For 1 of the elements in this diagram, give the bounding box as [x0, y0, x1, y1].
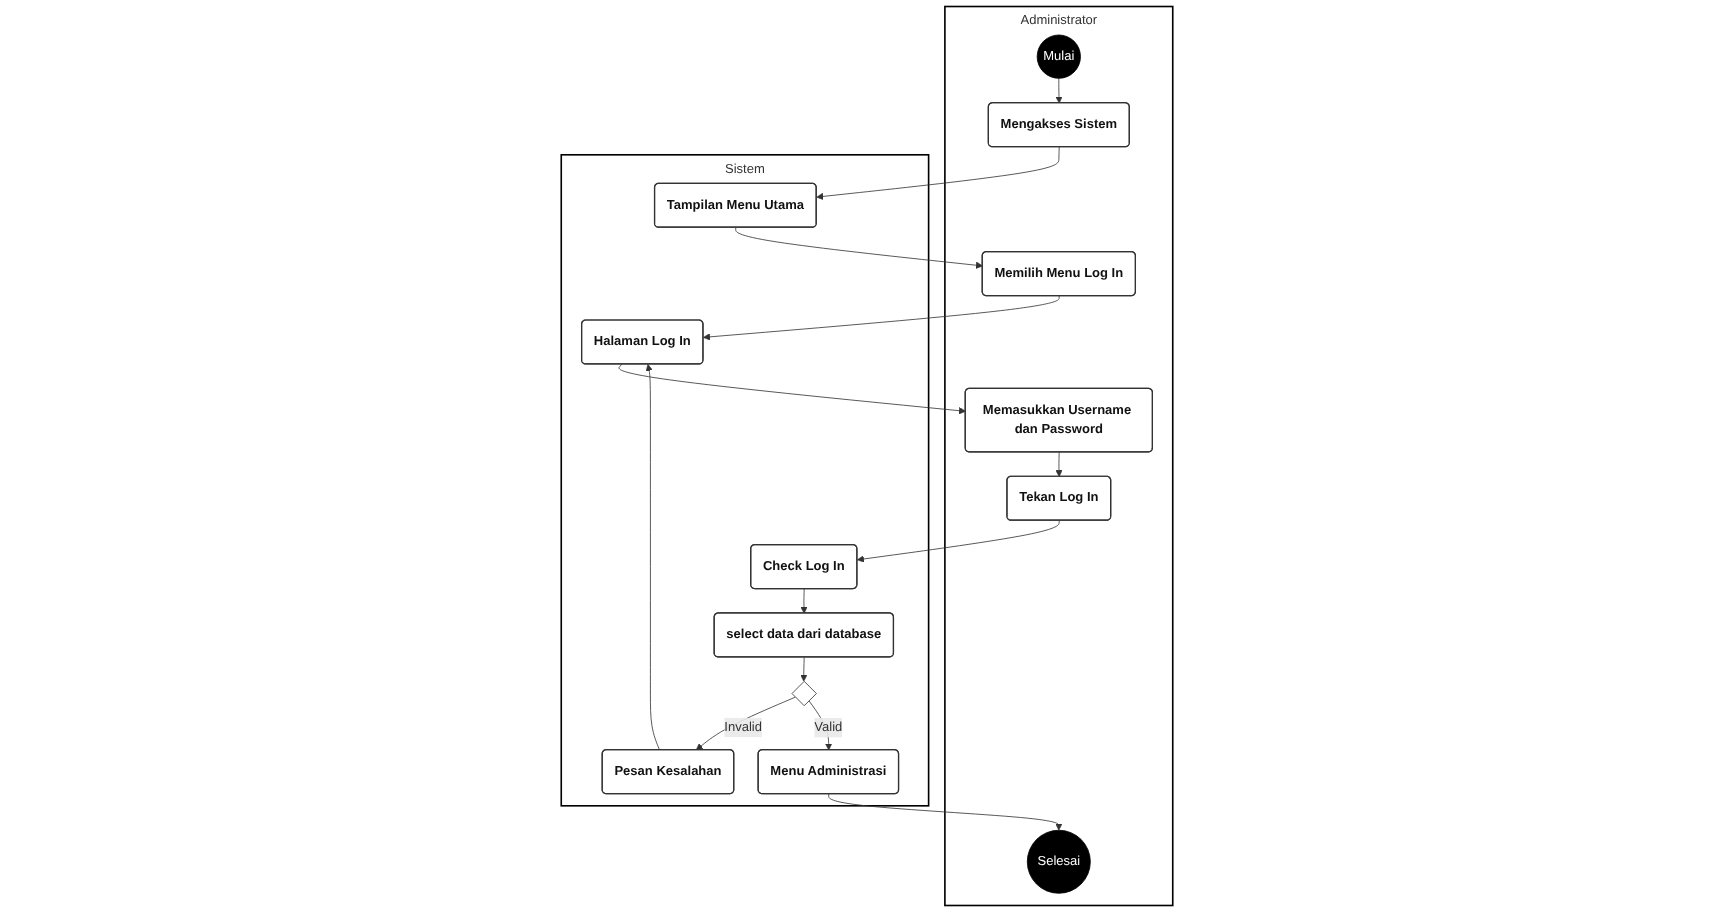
node-diamond	[791, 680, 817, 707]
